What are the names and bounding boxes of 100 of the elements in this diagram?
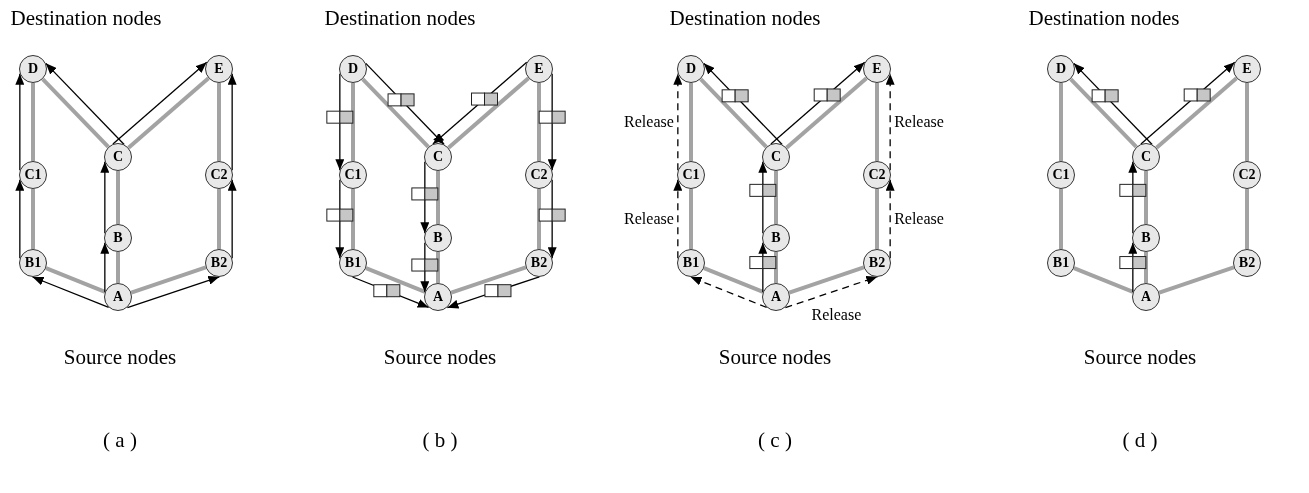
network-node: A — [104, 283, 132, 311]
network-node: E — [525, 55, 553, 83]
network-node: B — [104, 224, 132, 252]
link-line — [1245, 83, 1249, 161]
arrow — [15, 73, 25, 171]
network-node: A — [424, 283, 452, 311]
arrow — [420, 161, 430, 234]
arrow — [1140, 61, 1236, 145]
link-line — [436, 171, 440, 224]
link-line — [31, 189, 35, 249]
link-line — [1158, 265, 1235, 295]
panel-footer: Source nodes — [63, 344, 177, 370]
arrow — [100, 161, 110, 234]
subfigure-label: ( c ) — [758, 427, 792, 453]
link-line — [1155, 76, 1238, 150]
network-node: B2 — [525, 249, 553, 277]
link-line — [1144, 252, 1148, 283]
arrow — [673, 73, 683, 171]
network-node: C2 — [863, 161, 891, 189]
network-node: D — [1047, 55, 1075, 83]
link-line — [365, 266, 426, 294]
link-line — [31, 83, 35, 161]
arrow — [45, 62, 125, 146]
arrow — [446, 276, 540, 309]
network-node: B — [424, 224, 452, 252]
network-node: B2 — [863, 249, 891, 277]
network-node: C1 — [677, 161, 705, 189]
network-node: D — [339, 55, 367, 83]
network-node: A — [762, 283, 790, 311]
link-line — [447, 76, 530, 150]
network-node: B1 — [339, 249, 367, 277]
arrow — [335, 179, 345, 259]
network-node: A — [1132, 283, 1160, 311]
arrow — [227, 179, 237, 259]
link-line — [774, 252, 778, 283]
network-node: C — [762, 143, 790, 171]
link-line — [1059, 83, 1063, 161]
subfigure-label: ( a ) — [103, 427, 137, 453]
link-line — [351, 189, 355, 249]
network-node: B — [762, 224, 790, 252]
link-line — [1245, 189, 1249, 249]
network-node: C — [1132, 143, 1160, 171]
network-node: D — [677, 55, 705, 83]
link-line — [1059, 189, 1063, 249]
arrow — [31, 276, 110, 309]
network-node: C1 — [1047, 161, 1075, 189]
link-line — [875, 83, 879, 161]
link-line — [875, 189, 879, 249]
arrow — [758, 161, 768, 234]
link-line — [45, 266, 106, 294]
link-line — [217, 189, 221, 249]
network-node: B — [1132, 224, 1160, 252]
arrow — [703, 62, 783, 146]
panel-heading: Destination nodes — [324, 5, 476, 31]
link-line — [774, 171, 778, 224]
network-node: D — [19, 55, 47, 83]
arrow — [1073, 62, 1153, 146]
arrow — [100, 242, 110, 293]
arrow — [1128, 161, 1138, 234]
link-line — [116, 252, 120, 283]
link-line — [361, 77, 430, 149]
link-line — [703, 266, 764, 294]
panel-heading: Destination nodes — [1028, 5, 1180, 31]
arrow — [351, 276, 430, 309]
arrow — [885, 179, 895, 259]
link-line — [116, 171, 120, 224]
arrow — [673, 179, 683, 259]
panel-footer: Source nodes — [383, 344, 497, 370]
arrow — [885, 73, 895, 171]
network-node: B2 — [1233, 249, 1261, 277]
arrow — [770, 61, 866, 145]
link-line — [788, 265, 865, 295]
network-node: B1 — [1047, 249, 1075, 277]
arrow — [689, 276, 768, 309]
link-line — [1144, 171, 1148, 224]
panel-heading: Destination nodes — [669, 5, 821, 31]
arrow — [432, 61, 528, 145]
arrow — [126, 276, 220, 309]
network-node: C — [104, 143, 132, 171]
link-line — [689, 189, 693, 249]
arrow — [784, 276, 878, 309]
network-node: E — [863, 55, 891, 83]
arrow — [758, 242, 768, 293]
network-node: C2 — [205, 161, 233, 189]
link-line — [217, 83, 221, 161]
panel-footer: Source nodes — [718, 344, 832, 370]
link-line — [1069, 77, 1138, 149]
network-node: E — [205, 55, 233, 83]
link-line — [351, 83, 355, 161]
arrow — [227, 73, 237, 171]
link-line — [785, 76, 868, 150]
network-node: B1 — [19, 249, 47, 277]
link-line — [699, 77, 768, 149]
panel-footer: Source nodes — [1083, 344, 1197, 370]
subfigure-label: ( d ) — [1122, 427, 1158, 453]
network-node: C1 — [339, 161, 367, 189]
network-node: C2 — [1233, 161, 1261, 189]
arrow — [547, 73, 557, 171]
arrow — [15, 179, 25, 259]
link-line — [537, 189, 541, 249]
